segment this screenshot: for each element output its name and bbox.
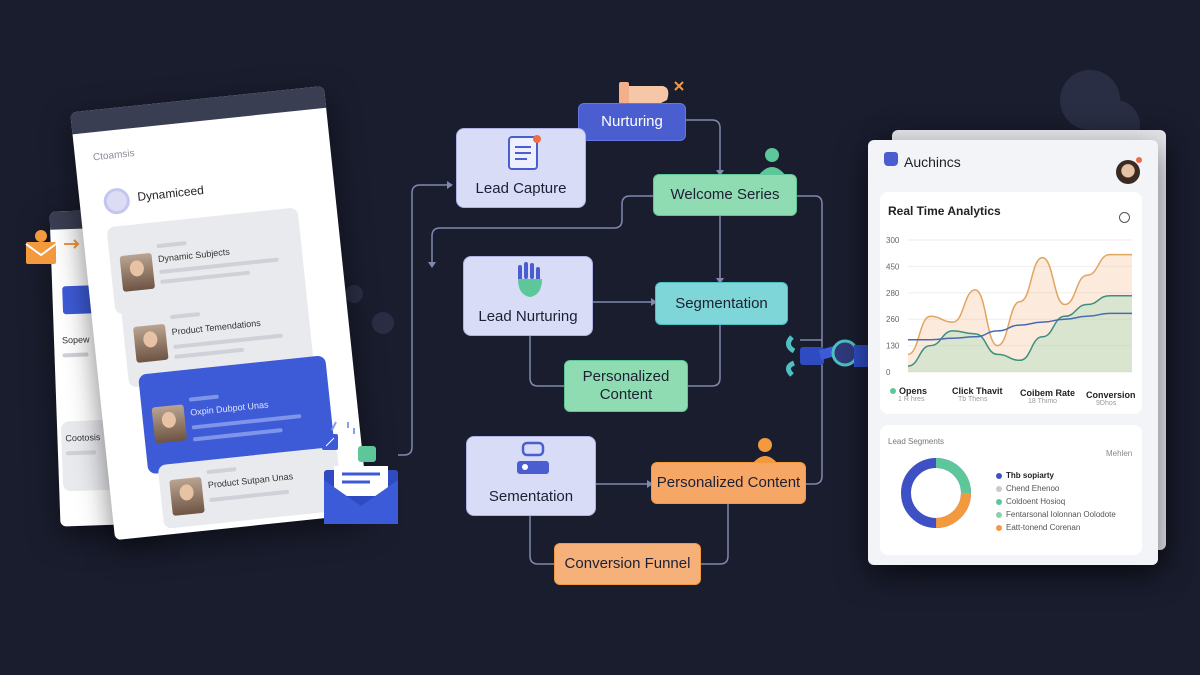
node-personalized-content-orange[interactable]: Personalized Content bbox=[651, 462, 806, 504]
card-title: Product Temendations bbox=[171, 317, 262, 338]
metric-value: 1 R hres bbox=[898, 396, 925, 403]
home-icon bbox=[884, 152, 898, 166]
series-line-opens bbox=[907, 294, 1132, 367]
series-area bbox=[908, 295, 1132, 372]
node-conversion-funnel[interactable]: Conversion Funnel bbox=[554, 543, 701, 585]
metric-value: 18 Thimo bbox=[1028, 398, 1058, 405]
segments-title: Lead Segments bbox=[888, 437, 945, 446]
robot-arm-icon bbox=[780, 325, 875, 395]
email-envelope-icon bbox=[318, 420, 402, 528]
legend-item: Thb sopiarty bbox=[996, 471, 1054, 480]
analytics-card: Real Time Analytics 300 450 280 260 130 0 Ope… bbox=[880, 192, 1142, 414]
node-label: Lead Capture bbox=[475, 180, 567, 197]
brand-label: Ctoamsis bbox=[92, 148, 136, 164]
dashboard-title: Auchincs bbox=[904, 154, 961, 170]
node-nurturing[interactable]: Nurturing bbox=[578, 103, 686, 141]
node-label: Sementation bbox=[488, 488, 574, 505]
metric-label: Conversion bbox=[1086, 390, 1136, 400]
lead-segments-card: Lead Segments Mehlen Thb sopiarty Chend … bbox=[880, 425, 1142, 555]
metric-value: Tb Thens bbox=[958, 396, 988, 403]
series-area bbox=[908, 254, 1132, 372]
node-label: Lead Nurturing bbox=[478, 308, 578, 325]
segment-icon bbox=[513, 441, 553, 477]
panel-title: Dynamiceed bbox=[136, 183, 205, 204]
analytics-dashboard: Auchincs Real Time Analytics 300 450 280 26… bbox=[868, 140, 1158, 565]
notification-dot bbox=[1136, 157, 1142, 163]
node-personalized-content-green[interactable]: Personalized Content bbox=[564, 360, 688, 412]
hand-wave-icon bbox=[512, 261, 548, 299]
metric-label: Click Thavit bbox=[952, 386, 1003, 396]
clock-icon[interactable] bbox=[1119, 212, 1130, 223]
series-line-conversion bbox=[907, 253, 1132, 356]
hand-icon bbox=[615, 76, 687, 110]
legend-item: Chend Ehenoo bbox=[996, 484, 1059, 493]
segments-filter[interactable]: Mehlen bbox=[1106, 449, 1133, 458]
legend-item: Fentarsonal Iolonnan Oolodote bbox=[996, 510, 1116, 519]
line-chart: 300 450 280 260 130 0 bbox=[886, 236, 1132, 377]
y-tick-label: 130 bbox=[886, 342, 900, 351]
node-lead-capture[interactable]: Lead Capture bbox=[456, 128, 586, 208]
user-avatar[interactable] bbox=[1116, 160, 1140, 184]
y-tick-label: 450 bbox=[886, 262, 900, 271]
donut-chart bbox=[901, 458, 971, 528]
card-title: Product Sutpan Unas bbox=[207, 471, 294, 491]
app-logo-icon bbox=[102, 186, 132, 216]
person-icon bbox=[752, 146, 788, 178]
y-tick-label: 0 bbox=[886, 368, 891, 377]
y-tick-label: 280 bbox=[886, 289, 900, 298]
legend-item: Eatt-tonend Corenan bbox=[996, 523, 1080, 532]
back-label: Sopew bbox=[61, 334, 90, 346]
metric-label: Coibem Rate bbox=[1020, 388, 1076, 398]
analytics-title: Real Time Analytics bbox=[888, 204, 1001, 218]
back-label: Cootosis bbox=[65, 432, 101, 444]
metric-value: 9Dhos bbox=[1096, 400, 1117, 407]
mail-forward-icon bbox=[22, 228, 82, 268]
legend-item: Coldoent Hosioq bbox=[996, 497, 1065, 506]
node-sementation[interactable]: Sementation bbox=[466, 436, 596, 516]
series-line-click-thavit bbox=[908, 312, 1132, 341]
document-icon bbox=[505, 135, 545, 171]
y-tick-label: 260 bbox=[886, 315, 900, 324]
card-title: Oxpin Dubpot Unas bbox=[189, 399, 269, 418]
node-lead-nurturing[interactable]: Lead Nurturing bbox=[463, 256, 593, 336]
metric-label: Opens bbox=[899, 386, 928, 396]
y-tick-label: 300 bbox=[886, 236, 900, 245]
node-segmentation[interactable]: Segmentation bbox=[655, 282, 788, 325]
card-title: Dynamic Subjects bbox=[157, 246, 231, 265]
node-welcome-series[interactable]: Welcome Series bbox=[653, 174, 797, 216]
